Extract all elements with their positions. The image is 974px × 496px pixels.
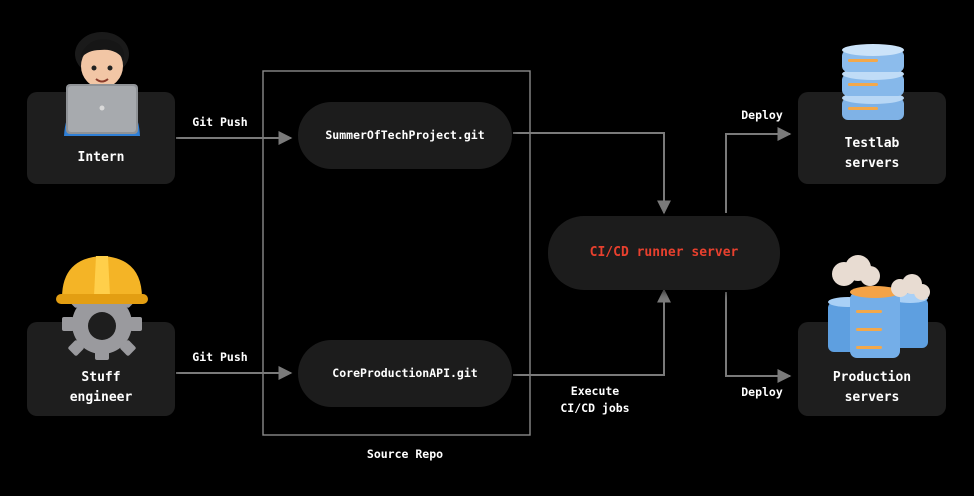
repo-core-pill[interactable]: CoreProductionAPI.git	[298, 340, 512, 407]
server-stack-icon	[842, 44, 904, 120]
staff-engineer-label: Stuff engineer	[27, 368, 175, 408]
testlab-label-line1: Testlab	[844, 136, 900, 151]
intern-git-push-label: Git Push	[192, 115, 248, 129]
production-label-line1: Production	[832, 370, 912, 385]
repo-summer-pill[interactable]: SummerOfTechProject.git	[298, 102, 512, 169]
runner-to-testlab-arrow	[725, 127, 792, 213]
intern-laptop-person-icon	[64, 32, 140, 136]
hardhat-gear-icon	[56, 256, 148, 360]
core-to-runner-arrow	[513, 288, 671, 376]
cloud-servers-icon	[828, 255, 930, 358]
testlab-label-line2: servers	[844, 156, 900, 171]
execute-jobs-line2: CI/CD jobs	[560, 401, 630, 415]
intern-label: Intern	[77, 150, 125, 165]
staff-git-push-label: Git Push	[192, 350, 248, 364]
repo-summer-label: SummerOfTechProject.git	[325, 128, 485, 142]
cicd-runner-label: CI/CD runner server	[589, 245, 739, 260]
cicd-runner-pill[interactable]: CI/CD runner server	[548, 216, 780, 290]
execute-jobs-line1: Execute	[570, 384, 620, 398]
source-repo-group-box	[262, 70, 531, 436]
source-repo-group-label: Source Repo	[366, 447, 444, 461]
deploy-production-label: Deploy	[741, 385, 783, 399]
runner-to-production-arrow	[725, 292, 792, 383]
production-label: Production servers	[798, 368, 946, 408]
production-label-line2: servers	[844, 390, 900, 405]
staff-engineer-label-line1: Stuff	[81, 370, 121, 385]
repo-core-label: CoreProductionAPI.git	[332, 366, 478, 380]
deploy-testlab-label: Deploy	[741, 108, 783, 122]
staff-engineer-label-line2: engineer	[69, 390, 133, 405]
testlab-label: Testlab servers	[798, 134, 946, 174]
execute-jobs-label: Execute CI/CD jobs	[550, 383, 640, 417]
summer-to-runner-arrow	[513, 132, 671, 215]
